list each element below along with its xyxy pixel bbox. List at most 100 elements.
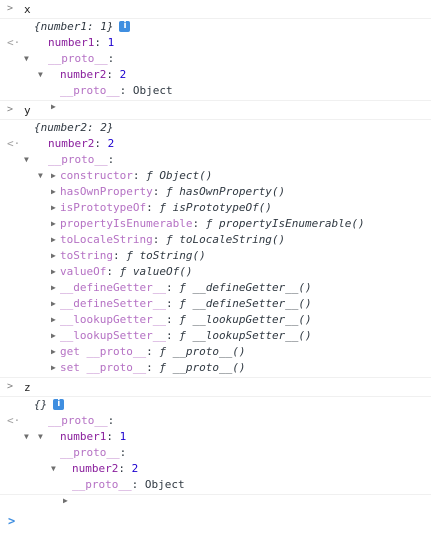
- result-y: <· ▼ {number2: 2} number2: 2 ▼ __proto__…: [0, 120, 431, 378]
- collapse-triangle-icon[interactable]: ▶: [51, 219, 56, 228]
- chevron-right-icon: >: [7, 3, 14, 14]
- console-prompt[interactable]: >: [0, 513, 431, 529]
- expand-triangle-icon[interactable]: ▼: [38, 171, 43, 180]
- member-key: toLocaleString: [60, 233, 153, 246]
- collapse-triangle-icon[interactable]: ▶: [51, 187, 56, 196]
- collapse-triangle-icon[interactable]: ▶: [51, 315, 56, 324]
- function-symbol: ƒ: [165, 233, 173, 246]
- collapse-triangle-icon[interactable]: ▶: [51, 283, 56, 292]
- expand-triangle-icon[interactable]: ▼: [24, 432, 29, 441]
- member-key: __lookupGetter__: [60, 313, 166, 326]
- function-symbol: ƒ: [159, 201, 166, 214]
- console-input-line: > y: [0, 101, 431, 120]
- proto-key: __proto__: [48, 153, 108, 166]
- member-key: isPrototypeOf: [60, 201, 147, 214]
- function-symbol: ƒ: [159, 345, 166, 358]
- proto-member-row[interactable]: ▶constructor: ƒ Object(): [51, 169, 213, 182]
- member-key: __defineGetter__: [60, 281, 166, 294]
- function-name: toLocaleString(): [179, 233, 286, 246]
- proto-member-row[interactable]: ▶__defineGetter__: ƒ __defineGetter__(): [51, 281, 312, 294]
- info-icon[interactable]: i: [119, 20, 131, 32]
- collapse-triangle-icon[interactable]: ▶: [63, 496, 68, 505]
- collapse-triangle-icon[interactable]: ▶: [51, 267, 56, 276]
- collapse-triangle-icon[interactable]: ▶: [51, 235, 56, 244]
- proto-member-row[interactable]: ▶__lookupSetter__: ƒ __lookupSetter__(): [51, 329, 312, 342]
- command-text: z: [24, 381, 31, 394]
- function-symbol: ƒ: [179, 329, 186, 342]
- proto-member-row[interactable]: ▶hasOwnProperty: ƒ hasOwnProperty(): [51, 185, 286, 198]
- property-value: 1: [107, 36, 115, 49]
- collapse-triangle-icon[interactable]: ▶: [51, 203, 56, 212]
- chevron-right-icon: >: [7, 381, 14, 392]
- property-key: number1: [48, 36, 95, 49]
- collapse-triangle-icon[interactable]: ▶: [51, 299, 56, 308]
- proto-row[interactable]: ▼ __proto__:: [0, 445, 431, 473]
- proto-row[interactable]: ▼ __proto__:: [0, 152, 431, 180]
- collapse-triangle-icon[interactable]: ▶: [51, 251, 56, 260]
- function-name: Object(): [159, 169, 213, 182]
- expand-triangle-icon[interactable]: ▼: [38, 432, 43, 441]
- object-preview: {}: [34, 398, 48, 411]
- function-symbol: ƒ: [146, 169, 153, 182]
- proto-row[interactable]: ▼ __proto__:: [0, 413, 431, 441]
- function-symbol: ƒ: [159, 361, 166, 374]
- proto-row[interactable]: ▼ __proto__:: [0, 51, 431, 79]
- command-text: y: [24, 104, 31, 117]
- proto-value: Object: [144, 478, 185, 491]
- property-key: number2: [60, 68, 107, 81]
- function-name: toString(): [139, 249, 206, 262]
- proto-member-row[interactable]: ▶toLocaleString: ƒ toLocaleString(): [51, 233, 286, 246]
- proto-member-row[interactable]: ▶toString: ƒ toString(): [51, 249, 206, 262]
- expand-triangle-icon[interactable]: ▼: [51, 464, 56, 473]
- proto-member-row[interactable]: ▶__defineSetter__: ƒ __defineSetter__(): [51, 297, 312, 310]
- collapse-triangle-icon[interactable]: ▶: [51, 347, 56, 356]
- proto-row[interactable]: ▶ __proto__: Object: [0, 83, 431, 111]
- return-arrow-icon: <·: [7, 414, 21, 427]
- proto-member-row[interactable]: ▶set __proto__: ƒ __proto__(): [51, 361, 246, 374]
- property-row: number2: 2: [72, 462, 139, 475]
- function-name: __defineGetter__(): [192, 281, 312, 294]
- collapse-triangle-icon[interactable]: ▶: [51, 171, 56, 180]
- object-preview: {number2: 2}: [34, 121, 114, 134]
- chevron-right-icon: >: [8, 514, 16, 528]
- expand-triangle-icon[interactable]: ▼: [38, 70, 43, 79]
- member-key: valueOf: [60, 265, 107, 278]
- property-value: 1: [119, 430, 127, 443]
- collapse-triangle-icon[interactable]: ▶: [51, 102, 56, 111]
- member-key: get __proto__: [60, 345, 147, 358]
- function-name: isPrototypeOf(): [172, 201, 272, 214]
- return-arrow-icon: <·: [7, 36, 21, 49]
- member-key: hasOwnProperty: [60, 185, 153, 198]
- function-name: propertyIsEnumerable(): [218, 217, 365, 230]
- proto-member-row[interactable]: ▶isPrototypeOf: ƒ isPrototypeOf(): [51, 201, 272, 214]
- function-name: __proto__(): [172, 361, 246, 374]
- function-name: valueOf(): [132, 265, 193, 278]
- function-symbol: ƒ: [119, 265, 127, 278]
- property-value: 2: [131, 462, 139, 475]
- collapse-triangle-icon[interactable]: ▶: [51, 331, 56, 340]
- property-value: 2: [119, 68, 127, 81]
- expand-triangle-icon[interactable]: ▼: [24, 54, 29, 63]
- proto-member-row[interactable]: ▶propertyIsEnumerable: ƒ propertyIsEnume…: [51, 217, 365, 230]
- property-row: number1: 1: [60, 430, 127, 443]
- object-preview-row[interactable]: <· ▼ {} i: [0, 397, 431, 441]
- proto-value: Object: [132, 84, 173, 97]
- function-symbol: ƒ: [179, 281, 186, 294]
- proto-key: __proto__: [48, 52, 108, 65]
- expand-triangle-icon[interactable]: ▼: [24, 155, 29, 164]
- function-symbol: ƒ: [165, 185, 173, 198]
- proto-row[interactable]: ▶ __proto__: Object: [0, 477, 431, 505]
- collapse-triangle-icon[interactable]: ▶: [51, 363, 56, 372]
- function-name: __lookupGetter__(): [192, 313, 312, 326]
- object-preview-row[interactable]: <· ▼ {number2: 2}: [0, 120, 431, 164]
- proto-member-row[interactable]: ▶valueOf: ƒ valueOf(): [51, 265, 193, 278]
- property-key: number2: [72, 462, 119, 475]
- proto-member-row[interactable]: ▶__lookupGetter__: ƒ __lookupGetter__(): [51, 313, 312, 326]
- proto-member-row[interactable]: ▶get __proto__: ƒ __proto__(): [51, 345, 246, 358]
- object-preview-row[interactable]: <· ▼ {number1: 1} i: [0, 19, 431, 63]
- property-row: number2: 2: [48, 137, 115, 150]
- object-preview: {number1: 1}: [34, 20, 114, 33]
- info-icon[interactable]: i: [53, 398, 65, 410]
- proto-key: __proto__: [72, 478, 132, 491]
